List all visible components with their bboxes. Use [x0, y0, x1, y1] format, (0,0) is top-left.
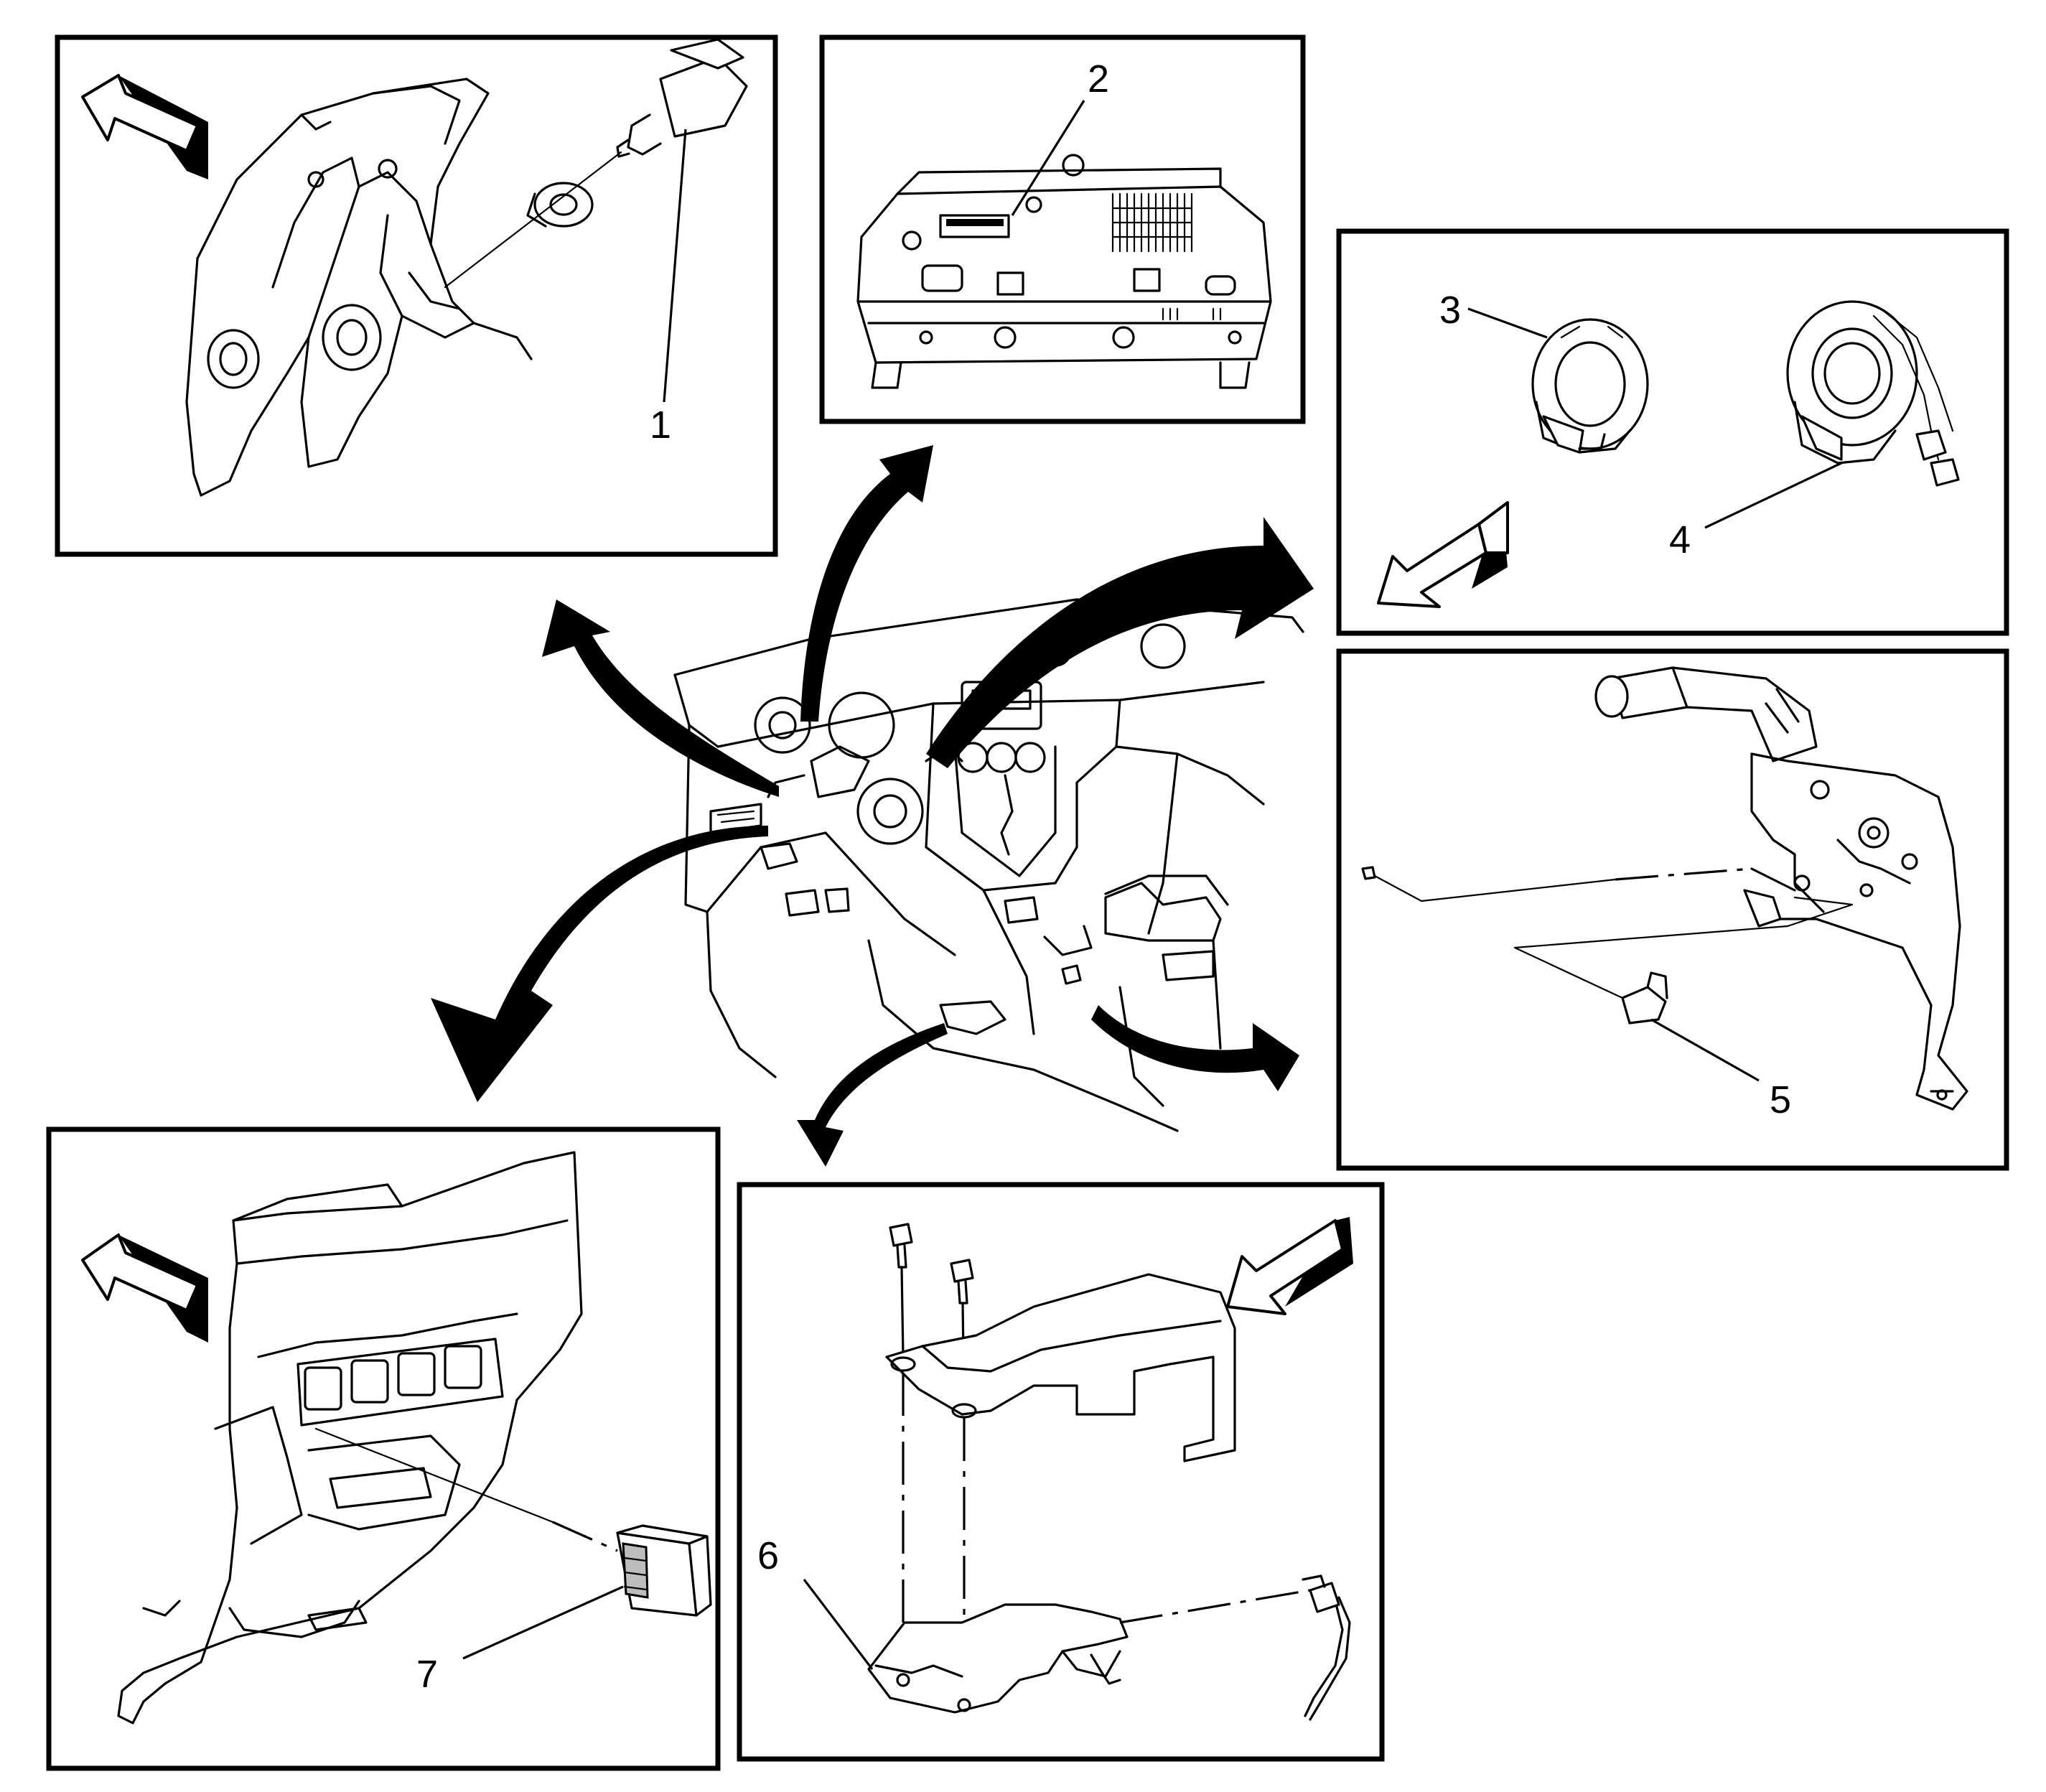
panel-instrument-cluster: 2	[819, 34, 1306, 424]
curved-pointer-arrow-icon	[926, 517, 1314, 768]
direction-arrow-icon	[81, 74, 208, 179]
panel-control-module: 6	[737, 1182, 1385, 1762]
callout-label: 5	[1770, 1078, 1791, 1121]
curved-pointer-arrow-icon	[1091, 1005, 1299, 1091]
callout-label: 3	[1439, 289, 1461, 332]
curved-pointer-arrow-icon	[800, 445, 933, 722]
instrument-panel-overview	[673, 598, 1304, 1132]
curved-pointer-arrow-icon	[542, 599, 779, 797]
callout-label: 6	[757, 1534, 779, 1577]
direction-arrow-icon	[1377, 501, 1509, 608]
curved-pointer-arrow-icon	[431, 826, 768, 1102]
callout-label: 1	[650, 403, 671, 447]
cluster-grille	[1111, 192, 1193, 253]
direction-arrow-icon	[81, 1233, 208, 1343]
panel-park-brake: 5	[1336, 648, 2009, 1171]
panel-clock-spring: 3 4	[1336, 228, 2009, 636]
callout-label: 2	[1088, 57, 1109, 101]
direction-arrow-icon	[1226, 1217, 1353, 1315]
panel-knee-bolster: 7	[46, 1126, 721, 1771]
panel-brake-switch: 1	[55, 34, 778, 557]
callout-label: 4	[1669, 518, 1691, 561]
pointer-arrows	[431, 445, 1314, 1167]
curved-pointer-arrow-icon	[797, 1023, 948, 1167]
callout-label: 7	[416, 1653, 438, 1696]
